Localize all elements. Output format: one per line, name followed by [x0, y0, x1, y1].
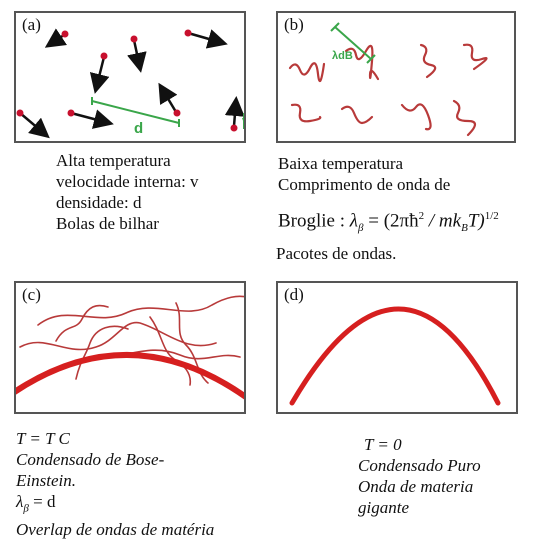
overlap-wave-1: [37, 295, 244, 326]
caption-c-line-3: Einstein.: [16, 471, 76, 490]
panel-c-tag: (c): [22, 285, 41, 304]
wave-packet-4: [462, 43, 488, 71]
panel-b-tag: (b): [284, 15, 304, 34]
panel-a-tag: (a): [22, 15, 41, 34]
formula-sq: 2: [418, 210, 425, 222]
caption-c-line-5: Overlap de ondas de matéria: [16, 520, 215, 540]
broglie-formula: Broglie : λβ = (2πħ2 / mkBT)1/2: [278, 204, 499, 240]
wave-packet-8: [452, 99, 477, 137]
caption-d-line-3: Onda de materia: [358, 477, 474, 496]
particle-7: [173, 109, 181, 117]
caption-a-line-2: velocidade interna: v: [56, 172, 199, 191]
formula-prefix: Broglie :: [278, 210, 350, 232]
overlap-wave-2: [55, 304, 109, 342]
arrow-4: [89, 56, 110, 94]
caption-a-line-4: Bolas de bilhar: [56, 214, 159, 233]
panel-d-caption: T = 0 Condensado Puro Onda de materia gi…: [358, 434, 481, 518]
caption-c-lambda: λ: [16, 492, 24, 511]
wave-packet-3: [419, 43, 437, 79]
panel-b: (b) λdB: [276, 11, 516, 143]
particle-4: [100, 52, 108, 60]
arrow-3: [187, 29, 228, 49]
particle-2: [130, 35, 138, 43]
particle-6: [67, 109, 75, 117]
wave-packet-7: [400, 103, 432, 131]
panel-b-caption: Baixa temperatura Comprimento de onda de: [278, 153, 450, 195]
caption-a-line-3: densidade: d: [56, 193, 142, 212]
caption-a-line-1: Alta temperatura: [56, 151, 171, 170]
caption-c-lambda-sub: β: [23, 502, 29, 515]
particle-3: [184, 29, 192, 37]
formula-lambda: λ: [349, 210, 359, 232]
formula-rest: / mk: [424, 210, 462, 232]
wave-packet-5: [290, 103, 322, 123]
wavelength-bar: [330, 22, 376, 64]
label-d: d: [134, 120, 143, 137]
overlap-wave-6: [149, 316, 192, 386]
wave-packet-1: [288, 62, 326, 83]
distance-bar: [91, 97, 180, 127]
formula-exp: 1/2: [484, 210, 499, 222]
caption-b-line-1: Baixa temperatura: [278, 154, 404, 173]
panel-d-giant-wave: [289, 306, 501, 406]
particle-8: [230, 124, 238, 132]
giant-matter-wave: [289, 306, 501, 406]
caption-c-line-1: T = T C: [16, 429, 70, 448]
panel-c-caption: T = T C Condensado de Bose- Einstein. λβ…: [16, 428, 214, 540]
formula-mid: = (2πħ: [363, 210, 419, 232]
caption-d-line-2: Condensado Puro: [358, 456, 481, 475]
caption-c-line-4: λβ = d: [16, 491, 214, 519]
wave-packet-2: [344, 44, 380, 81]
particle-5: [16, 109, 24, 117]
label-lambda-db: λdB: [332, 50, 353, 62]
caption-c-line-2: Condensado de Bose-: [16, 450, 165, 469]
arrow-8: [224, 96, 244, 127]
arrow-6: [70, 109, 114, 129]
caption-c-eq: = d: [28, 492, 56, 511]
formula-end: T): [467, 210, 485, 232]
panel-a-particles: d v: [16, 28, 246, 139]
panel-d: (d): [276, 281, 518, 414]
panel-b-wavepackets: λdB: [288, 22, 488, 137]
panel-c: (c): [14, 281, 246, 414]
caption-b-last: Pacotes de ondas.: [276, 244, 397, 263]
caption-b-line-2: Comprimento de onda de: [278, 175, 451, 194]
particle-1: [61, 30, 69, 38]
panel-d-tag: (d): [284, 285, 304, 304]
formula-sub: β: [358, 222, 364, 235]
panel-a: (a): [14, 11, 246, 143]
arrow-7: [158, 82, 178, 113]
caption-d-line-1: T = 0: [364, 435, 402, 454]
panel-a-caption: Alta temperatura velocidade interna: v d…: [56, 150, 199, 234]
arrow-2: [127, 39, 147, 73]
arrow-5: [19, 112, 50, 139]
formula-sub2: B: [461, 222, 468, 235]
condensate-crest: [16, 351, 244, 400]
wave-packet-6: [340, 105, 374, 125]
overlap-wave-3: [19, 321, 217, 351]
panel-c-overlap: [16, 295, 244, 400]
arrow-1: [44, 28, 68, 48]
caption-d-line-4: gigante: [358, 498, 409, 517]
overlap-wave-4: [75, 325, 129, 380]
label-v: v: [242, 113, 246, 128]
